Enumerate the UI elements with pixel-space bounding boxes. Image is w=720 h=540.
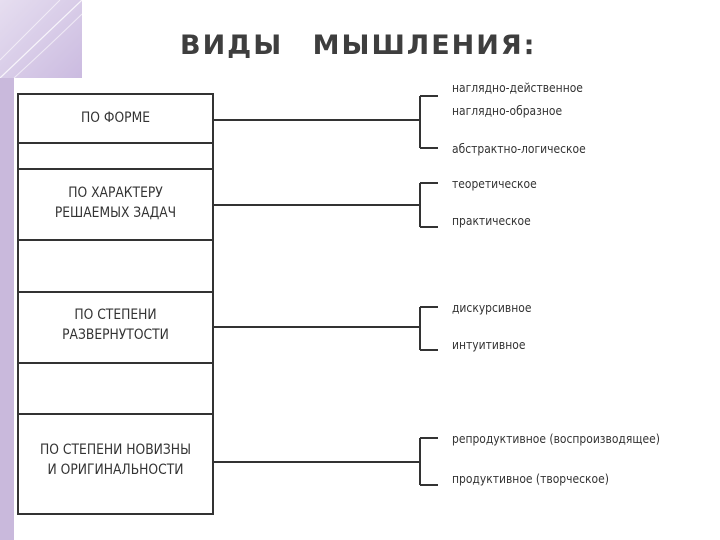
category-label-form: ПО ФОРМЕ [30,108,202,128]
thinking-type-item: продуктивное (творческое) [452,471,609,486]
corner-curves [0,0,82,78]
thinking-type-item: наглядно-образное [452,103,563,118]
decorative-side-stripe [0,0,14,540]
thinking-type-item: репродуктивное (воспроизводящее) [452,431,660,446]
page-title: ВИДЫ МЫШЛЕНИЯ: [180,30,537,61]
thinking-type-item: абстрактно-логическое [452,141,586,156]
category-label-task-character: ПО ХАРАКТЕРУ РЕШАЕМЫХ ЗАДАЧ [30,183,202,223]
category-label-expandedness: ПО СТЕПЕНИ РАЗВЕРНУТОСТИ [30,305,202,345]
category-label-line: РЕШАЕМЫХ ЗАДАЧ [54,205,177,221]
thinking-type-item: дискурсивное [452,300,532,315]
thinking-type-item: интуитивное [452,337,526,352]
decorative-corner [0,0,82,78]
thinking-type-item: наглядно-действенное [452,80,583,95]
thinking-type-item: теоретическое [452,176,537,191]
category-label-line: ПО ФОРМЕ [80,110,151,126]
category-label-line: И ОРИГИНАЛЬНОСТИ [47,462,184,478]
category-label-novelty: ПО СТЕПЕНИ НОВИЗНЫ И ОРИГИНАЛЬНОСТИ [30,440,202,480]
thinking-type-item: практическое [452,213,531,228]
category-label-line: ПО ХАРАКТЕРУ [68,185,163,201]
category-label-line: РАЗВЕРНУТОСТИ [62,327,169,343]
outer-column [17,93,214,515]
category-label-line: ПО СТЕПЕНИ НОВИЗНЫ [40,442,191,458]
category-label-line: ПО СТЕПЕНИ [74,307,157,323]
